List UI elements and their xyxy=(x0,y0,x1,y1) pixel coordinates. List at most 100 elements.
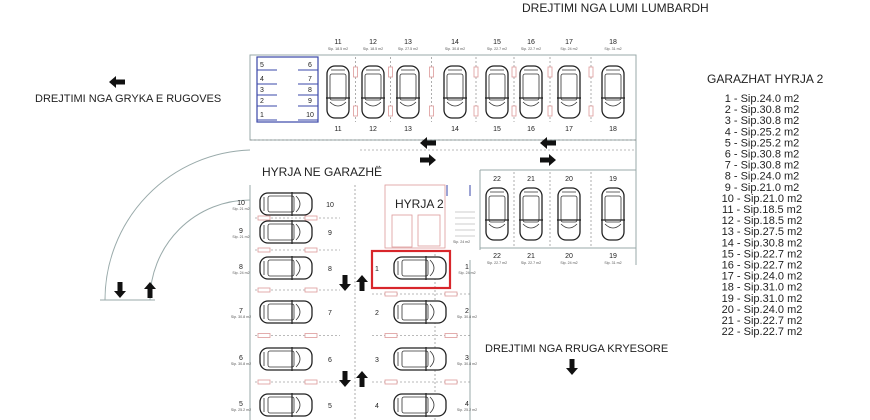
car-icon xyxy=(557,65,581,119)
spot-number: 21 xyxy=(527,176,535,183)
spot-number: 4 xyxy=(465,401,469,408)
spot-number-inner: 5 xyxy=(328,403,332,410)
car-icon xyxy=(393,256,447,280)
spot-area: Sip. 24 m2 xyxy=(560,261,577,265)
spot-number-bottom: 14 xyxy=(451,126,459,133)
legend-item: 18 - Sip.31.0 m2 xyxy=(722,282,803,294)
storage-label: 7 xyxy=(308,76,312,83)
direction-arrows xyxy=(109,76,578,387)
highlighted-spot-1[interactable] xyxy=(370,249,452,290)
car-icon xyxy=(259,300,313,324)
spot-number-bottom: 15 xyxy=(493,126,501,133)
spot-number: 2 xyxy=(465,308,469,315)
spot-number: 18 xyxy=(609,39,617,46)
spot-number: 10 xyxy=(237,200,245,207)
spot-number-inner: 8 xyxy=(328,266,332,273)
spot-area: Sip. 25.2 m2 xyxy=(457,408,477,412)
spot-number-bottom: 20 xyxy=(565,253,573,260)
entrance-2-label: HYRJA 2 xyxy=(395,197,444,211)
legend-item: 17 - Sip.24.0 m2 xyxy=(722,271,803,283)
car-icon xyxy=(259,256,313,280)
car-icon xyxy=(393,393,447,417)
car-icon xyxy=(361,65,385,119)
legend-item: 11 - Sip.18.5 m2 xyxy=(722,204,802,216)
legend-item: 19 - Sip.31.0 m2 xyxy=(722,293,803,305)
arrow-left-icon xyxy=(540,137,556,149)
legend-item: 7 - Sip.30.8 m2 xyxy=(725,160,800,172)
spot-area: Sip. 31 m2 xyxy=(604,261,621,265)
car-icon xyxy=(485,65,509,119)
spot-number-bottom: 22 xyxy=(493,253,501,260)
spot-area: Sip. 30.8 m2 xyxy=(231,362,251,366)
legend-item: 22 - Sip.22.7 m2 xyxy=(722,326,803,338)
legend-item: 10 - Sip.21.0 m2 xyxy=(722,193,803,205)
spot-number: 13 xyxy=(404,39,412,46)
arrow-down-icon xyxy=(339,371,351,387)
spot-number-inner: 1 xyxy=(375,266,379,273)
legend: GARAZHAT HYRJA 2 1 - Sip.24.0 m22 - Sip.… xyxy=(707,72,824,338)
legend-item: 5 - Sip.25.2 m2 xyxy=(725,137,800,149)
car-icon xyxy=(393,300,447,324)
stair-area-label: Sip. 24 m2 xyxy=(453,240,470,244)
spot-number-bottom: 13 xyxy=(404,126,412,133)
spot-number-bottom: 18 xyxy=(609,126,617,133)
spot-number-bottom: 11 xyxy=(334,126,341,133)
car-icon xyxy=(259,347,313,371)
arrow-down-icon xyxy=(114,282,126,298)
spot-area: Sip. 21 m2 xyxy=(232,235,249,239)
curved-ramp xyxy=(100,149,251,301)
spot-area: Sip. 30.8 m2 xyxy=(231,315,251,319)
spot-number: 11 xyxy=(334,39,341,46)
car-icon xyxy=(396,65,420,119)
top-direction-label: DREJTIMI NGA LUMI LUMBARDH xyxy=(522,1,709,15)
spot-area: Sip. 22.7 m2 xyxy=(521,261,541,265)
spot-number: 17 xyxy=(565,39,573,46)
spot-number-inner: 10 xyxy=(326,202,334,209)
car-icon xyxy=(393,347,447,371)
legend-title: GARAZHAT HYRJA 2 xyxy=(707,72,824,86)
spot-number: 1 xyxy=(465,264,469,271)
arrow-down-icon xyxy=(339,275,351,291)
storage-label: 10 xyxy=(306,112,314,119)
spot-number: 12 xyxy=(369,39,377,46)
spot-area: Sip. 22.7 m2 xyxy=(521,47,541,51)
arrow-right-icon xyxy=(420,154,436,166)
garage-entrance-label: HYRJA NE GARAZHË xyxy=(262,165,382,179)
storage-label: 6 xyxy=(308,62,312,69)
legend-item: 12 - Sip.18.5 m2 xyxy=(722,215,803,227)
car-icon xyxy=(443,65,467,119)
spot-number-bottom: 17 xyxy=(565,126,573,133)
storage-label: 2 xyxy=(260,98,264,105)
storage-label: 8 xyxy=(308,87,312,94)
arrow-up-icon xyxy=(356,371,368,387)
spot-number: 6 xyxy=(239,355,243,362)
legend-item: 15 - Sip.22.7 m2 xyxy=(722,248,803,260)
left-direction-label: DREJTIMI NGA GRYKA E RUGOVES xyxy=(35,93,221,105)
spot-number-bottom: 19 xyxy=(609,253,617,260)
spot-area: Sip. 24 m2 xyxy=(560,47,577,51)
arrow-left-icon xyxy=(420,137,436,149)
